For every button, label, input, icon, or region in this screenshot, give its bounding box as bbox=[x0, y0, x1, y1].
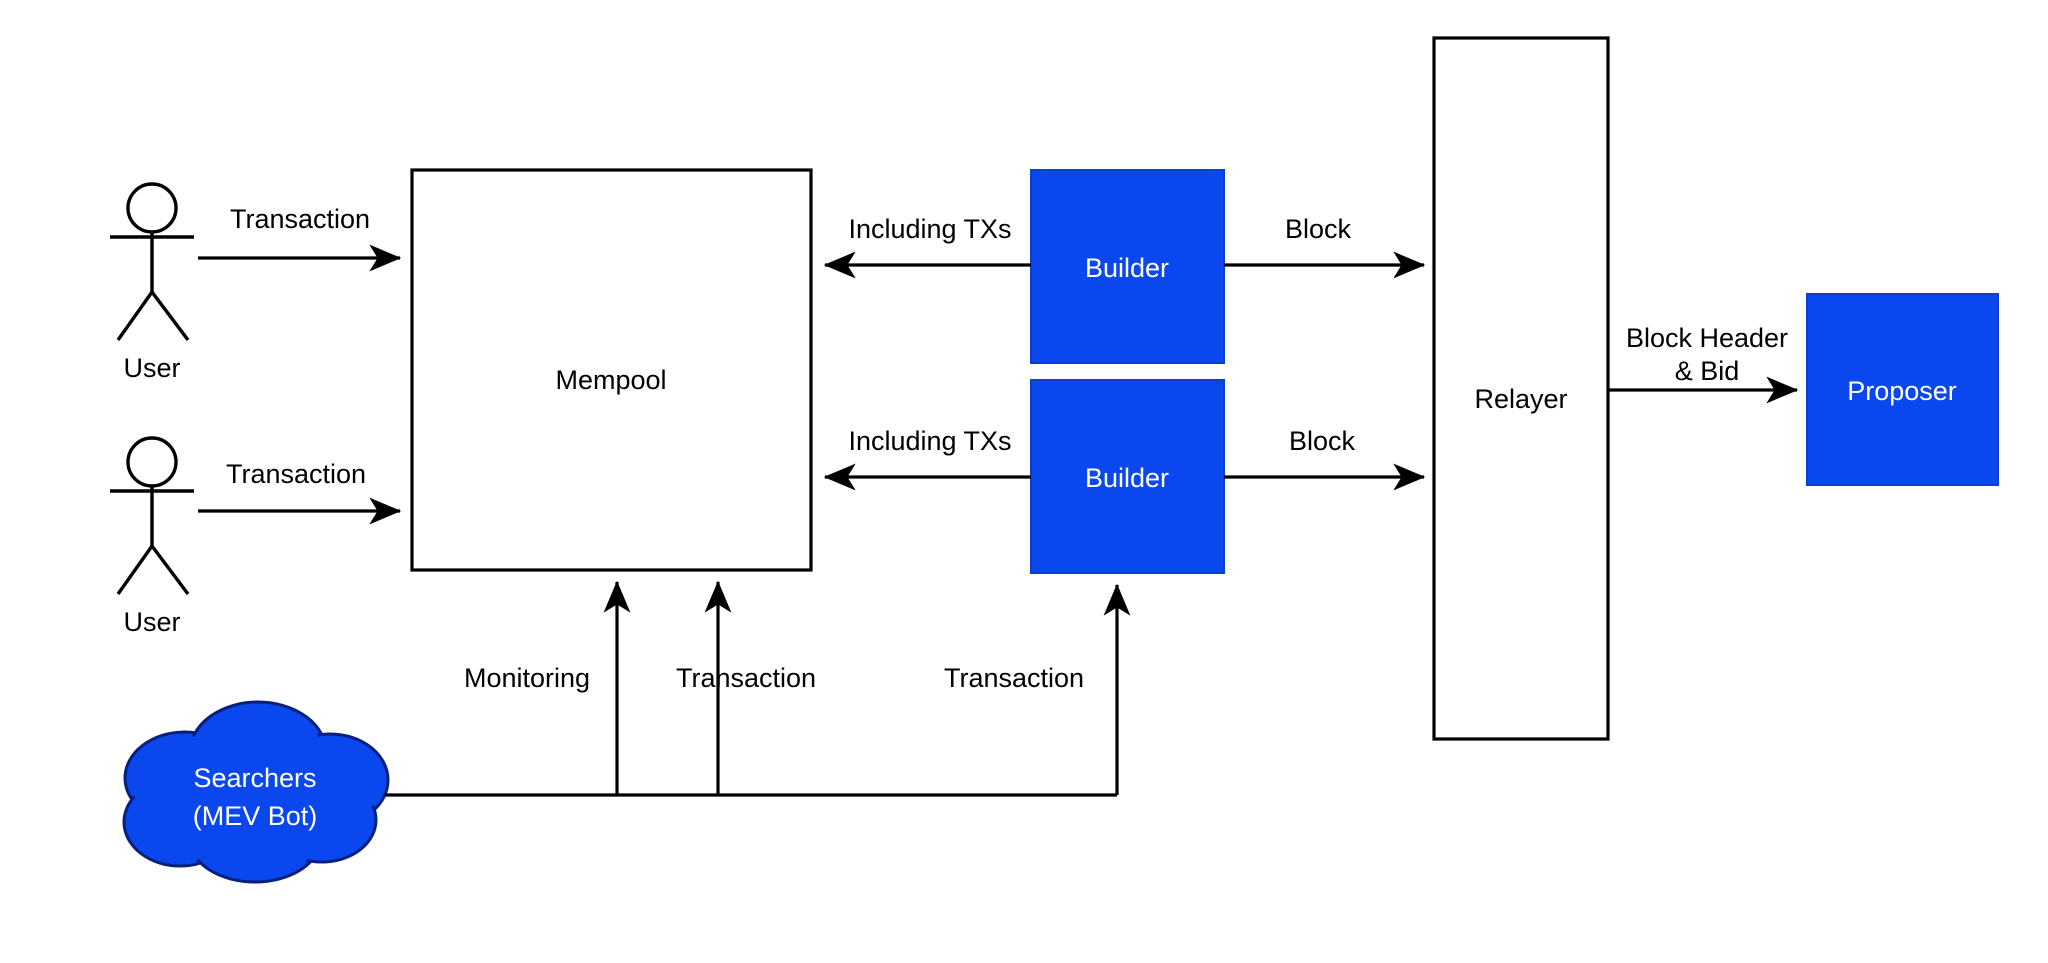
edge-builder-bottom-to-relayer-label: Block bbox=[1289, 426, 1356, 456]
actor-right-leg-line bbox=[150, 290, 190, 342]
edge-builder-top-to-mempool: Including TXs bbox=[823, 214, 1031, 279]
edge-user-bottom-to-mempool: Transaction bbox=[198, 459, 402, 525]
mempool-label: Mempool bbox=[555, 365, 666, 395]
edge-builder-bottom-to-mempool: Including TXs bbox=[823, 426, 1031, 491]
relayer-label: Relayer bbox=[1474, 384, 1567, 414]
actor-head-icon bbox=[126, 436, 178, 488]
builder-bottom-label: Builder bbox=[1085, 463, 1169, 493]
edge-searchers-transaction-mempool-label: Transaction bbox=[676, 663, 816, 693]
actor-head-icon bbox=[126, 182, 178, 234]
proposer-box[interactable] bbox=[1806, 293, 1999, 486]
node-searchers[interactable]: Searchers (MEV Bot) bbox=[122, 700, 390, 884]
actor-right-leg-line bbox=[150, 544, 190, 596]
actor-left-leg-line bbox=[116, 291, 154, 341]
builder-bottom-box[interactable] bbox=[1030, 379, 1225, 574]
edge-builder-top-to-relayer: Block bbox=[1224, 214, 1426, 279]
builder-top-label: Builder bbox=[1085, 253, 1169, 283]
actor-user-top: User bbox=[110, 182, 194, 383]
mempool-box[interactable] bbox=[410, 168, 813, 572]
node-relayer[interactable]: Relayer bbox=[1432, 36, 1610, 741]
node-mempool[interactable]: Mempool bbox=[410, 168, 813, 572]
node-proposer[interactable]: Proposer bbox=[1806, 293, 1999, 486]
searchers-label-line2: (MEV Bot) bbox=[193, 801, 318, 831]
actor-user-bottom-label: User bbox=[123, 607, 180, 637]
actor-left-leg-line bbox=[116, 545, 154, 595]
edge-user-top-to-mempool: Transaction bbox=[198, 204, 402, 272]
node-builder-top[interactable]: Builder bbox=[1030, 169, 1225, 364]
node-builder-bottom[interactable]: Builder bbox=[1030, 379, 1225, 574]
edge-builder-top-to-mempool-label: Including TXs bbox=[848, 214, 1011, 244]
searchers-label-line1: Searchers bbox=[193, 763, 316, 793]
edge-user-bottom-to-mempool-label: Transaction bbox=[226, 459, 366, 489]
relayer-box[interactable] bbox=[1432, 36, 1610, 741]
actor-user-top-label: User bbox=[123, 353, 180, 383]
edge-relayer-to-proposer: Block Header & Bid bbox=[1608, 323, 1799, 404]
edge-builder-top-to-relayer-label: Block bbox=[1285, 214, 1352, 244]
edge-builder-bottom-to-relayer: Block bbox=[1224, 426, 1426, 491]
searchers-cloud-shape[interactable] bbox=[122, 700, 390, 884]
edge-relayer-to-proposer-label-line1: Block Header bbox=[1626, 323, 1788, 353]
edge-relayer-to-proposer-label-line2: & Bid bbox=[1675, 356, 1740, 386]
edge-searchers-transaction-builder-label: Transaction bbox=[944, 663, 1084, 693]
proposer-label: Proposer bbox=[1847, 376, 1957, 406]
edge-user-top-to-mempool-label: Transaction bbox=[230, 204, 370, 234]
edge-searchers-transaction-mempool: Transaction bbox=[676, 580, 816, 795]
actor-user-bottom: User bbox=[110, 436, 194, 637]
edge-searchers-monitoring: Monitoring bbox=[464, 580, 631, 795]
edge-builder-bottom-to-mempool-label: Including TXs bbox=[848, 426, 1011, 456]
builder-top-box[interactable] bbox=[1030, 169, 1225, 364]
edge-searchers-monitoring-label: Monitoring bbox=[464, 663, 590, 693]
edge-searchers-transaction-builder: Transaction bbox=[944, 583, 1131, 795]
